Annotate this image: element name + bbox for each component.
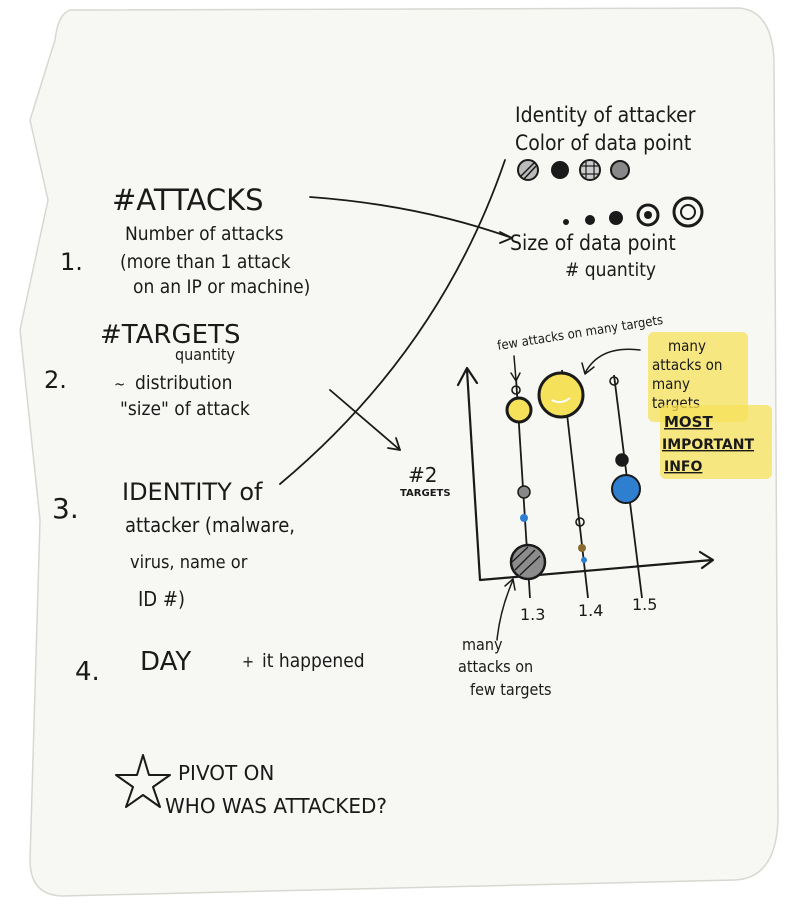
most-important-line-3: INFO xyxy=(664,459,702,475)
y-axis-label-line-2: TARGETS xyxy=(400,488,451,499)
chart-axes xyxy=(465,368,714,582)
item-3-number: 3. xyxy=(52,492,79,525)
point-1-3-e xyxy=(509,543,547,581)
item-1-line-1: Number of attacks xyxy=(125,223,284,245)
item-2-line-3: "size" of attack xyxy=(120,398,250,420)
annotation-many-few-line-3: few targets xyxy=(470,680,552,699)
paper-sheet xyxy=(19,7,779,897)
most-important-line-1: MOST xyxy=(664,413,713,431)
annotation-many-arrow xyxy=(584,348,641,374)
item-1-line-3: on an IP or machine) xyxy=(133,276,310,298)
y-axis-label-line-1: #2 xyxy=(408,463,437,487)
x-tick-1: 1.3 xyxy=(520,605,545,624)
color-swatches xyxy=(517,159,630,181)
item-3-title: IDENTITY of xyxy=(122,478,263,506)
x-axis-arrow xyxy=(698,550,715,570)
item-2-number: 2. xyxy=(44,366,67,394)
item-2-marker: ~ xyxy=(114,375,125,393)
item-3-line-3: ID #) xyxy=(138,587,185,611)
item-3-line-2: virus, name or xyxy=(130,552,248,573)
size-swatches xyxy=(563,196,704,228)
item-2-line-1: quantity xyxy=(175,345,235,364)
annotation-many-few: many attacks on few targets xyxy=(458,578,552,699)
item-4-number: 4. xyxy=(75,657,100,687)
annotation-many-line-2: attacks on xyxy=(652,356,722,374)
item-1-number: 1. xyxy=(60,248,83,276)
pivot-note: PIVOT ON WHO WAS ATTACKED? xyxy=(115,754,387,818)
pivot-line-2: WHO WAS ATTACKED? xyxy=(165,794,387,818)
swatch-solid xyxy=(551,161,569,179)
x-tick-2: 1.4 xyxy=(578,601,603,620)
point-1-4-a xyxy=(537,371,585,419)
item-1-title: #ATTACKS xyxy=(112,183,264,217)
annotation-many-few-line-1: many xyxy=(462,635,503,654)
item-4-line-1: it happened xyxy=(262,650,365,672)
point-1-5-c xyxy=(611,474,641,504)
legend: Identity of attacker Color of data point xyxy=(510,103,704,281)
most-important-line-2: IMPORTANT xyxy=(662,437,754,453)
numbered-list: #ATTACKS 1. Number of attacks (more than… xyxy=(44,183,365,687)
legend-size-line-2: # quantity xyxy=(565,259,656,281)
swatch-crosshatch xyxy=(579,159,601,181)
point-1-3-b xyxy=(505,396,533,424)
point-1-4-b xyxy=(575,517,585,527)
legend-size-line-1: Size of data point xyxy=(510,231,676,255)
item-4-title: DAY xyxy=(140,647,191,677)
item-2-title: #TARGETS xyxy=(100,320,240,350)
annotation-many-few-line-2: attacks on xyxy=(458,657,533,676)
annotation-many-many: many attacks on many targets xyxy=(581,332,748,422)
connector-identity xyxy=(279,159,506,485)
point-1-3-d xyxy=(520,514,528,522)
point-1-4-d xyxy=(581,557,587,563)
point-1-3-a xyxy=(511,385,521,395)
annotation-many-line-3: many xyxy=(652,375,690,393)
item-3-line-1: attacker (malware, xyxy=(125,513,295,537)
connector-lines xyxy=(279,159,513,485)
annotation-many-line-1: many xyxy=(668,337,706,355)
star-icon xyxy=(115,754,171,808)
legend-identity-line-2: Color of data point xyxy=(515,131,691,155)
item-4-marker: + xyxy=(242,652,254,671)
item-1-line-2: (more than 1 attack xyxy=(120,251,291,273)
pivot-line-1: PIVOT ON xyxy=(178,761,274,785)
annotation-few-arrow xyxy=(513,355,517,381)
point-1-3-c xyxy=(517,485,531,499)
item-2-line-2: distribution xyxy=(135,372,232,394)
y-axis-arrow xyxy=(456,366,479,387)
annotation-many-few-arrow xyxy=(496,579,514,641)
connector-attacks xyxy=(309,196,513,239)
point-1-5-a xyxy=(609,376,619,386)
most-important-callout: MOST IMPORTANT INFO xyxy=(660,405,772,479)
point-1-4-c xyxy=(578,544,586,552)
point-1-5-b xyxy=(615,453,629,467)
swatch-dotted xyxy=(610,160,630,180)
x-tick-3: 1.5 xyxy=(632,595,657,614)
connector-targets xyxy=(329,389,401,451)
legend-identity-line-1: Identity of attacker xyxy=(515,103,696,127)
